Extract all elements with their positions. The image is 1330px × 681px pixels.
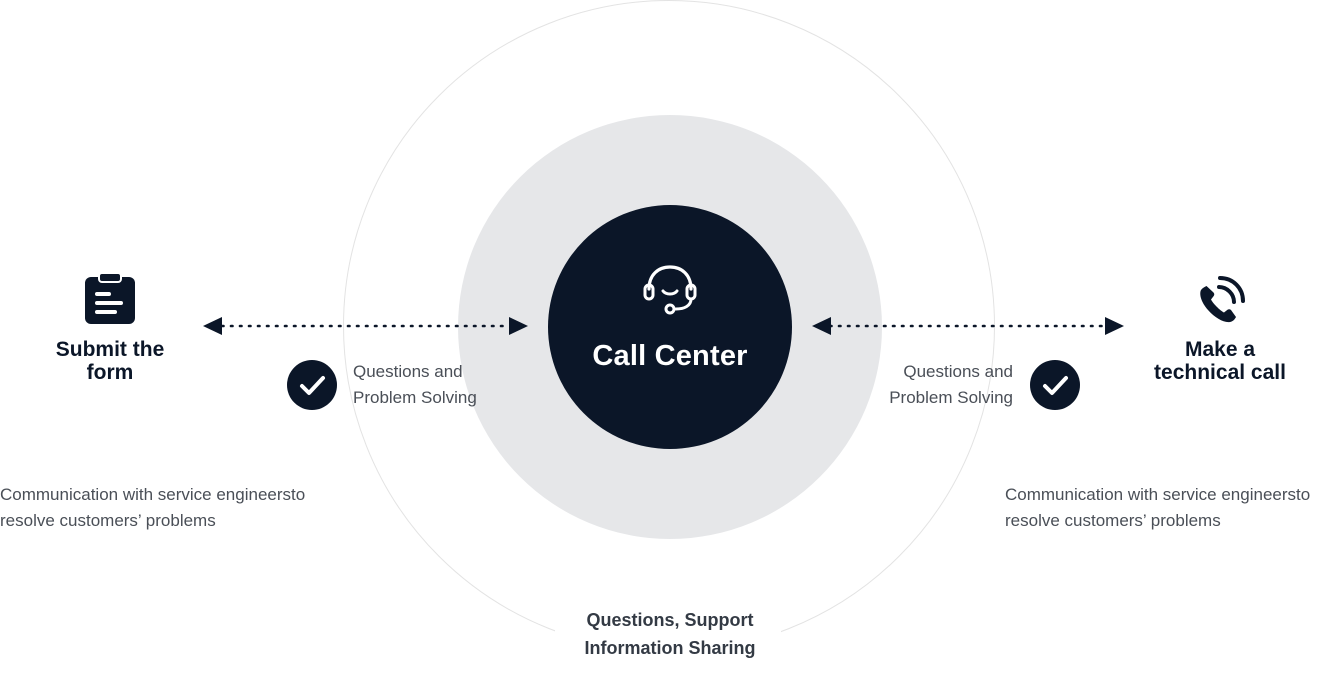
outer-ring-label-line2: Information Sharing	[584, 638, 756, 658]
clipboard-icon	[85, 273, 135, 324]
left-description: Communication with service engineersto r…	[0, 482, 340, 534]
outer-ring-label-line1: Questions, Support	[586, 610, 754, 630]
left-connector-arrow	[203, 317, 528, 335]
left-title-line2: form	[86, 361, 134, 384]
left-connector-text-line2: Problem Solving	[353, 388, 477, 407]
right-description-line2: resolve customers’ problems	[1005, 511, 1221, 530]
outer-ring-label: Questions, Support Information Sharing	[540, 606, 800, 662]
bottom-label-backdrop	[555, 600, 781, 670]
left-check-badge	[287, 360, 337, 410]
right-connector-text-line1: Questions and	[903, 362, 1013, 381]
phone-icon	[1200, 276, 1245, 323]
call-center-circle	[548, 205, 792, 449]
headset-icon	[643, 265, 697, 315]
check-icon	[300, 376, 325, 395]
call-center-title: Call Center	[592, 340, 748, 372]
left-description-line1: Communication with service engineersto	[0, 485, 306, 504]
left-connector-text: Questions and Problem Solving	[353, 359, 477, 411]
right-check-badge	[1030, 360, 1080, 410]
right-title-line1: Make a	[1184, 338, 1256, 361]
left-connector-text-line1: Questions and	[353, 362, 463, 381]
check-icon	[1043, 376, 1068, 395]
right-connector-text: Questions and Problem Solving	[853, 359, 1013, 411]
right-description: Communication with service engineersto r…	[1005, 482, 1330, 534]
right-description-line1: Communication with service engineersto	[1005, 485, 1311, 504]
right-connector-arrow	[812, 317, 1124, 335]
left-description-line2: resolve customers’ problems	[0, 511, 216, 530]
right-title-line2: technical call	[1154, 361, 1286, 384]
left-title-line1: Submit the	[55, 338, 165, 361]
right-connector-text-line2: Problem Solving	[889, 388, 1013, 407]
right-title: Make a technical call	[1110, 338, 1330, 384]
left-title: Submit the form	[0, 338, 220, 384]
